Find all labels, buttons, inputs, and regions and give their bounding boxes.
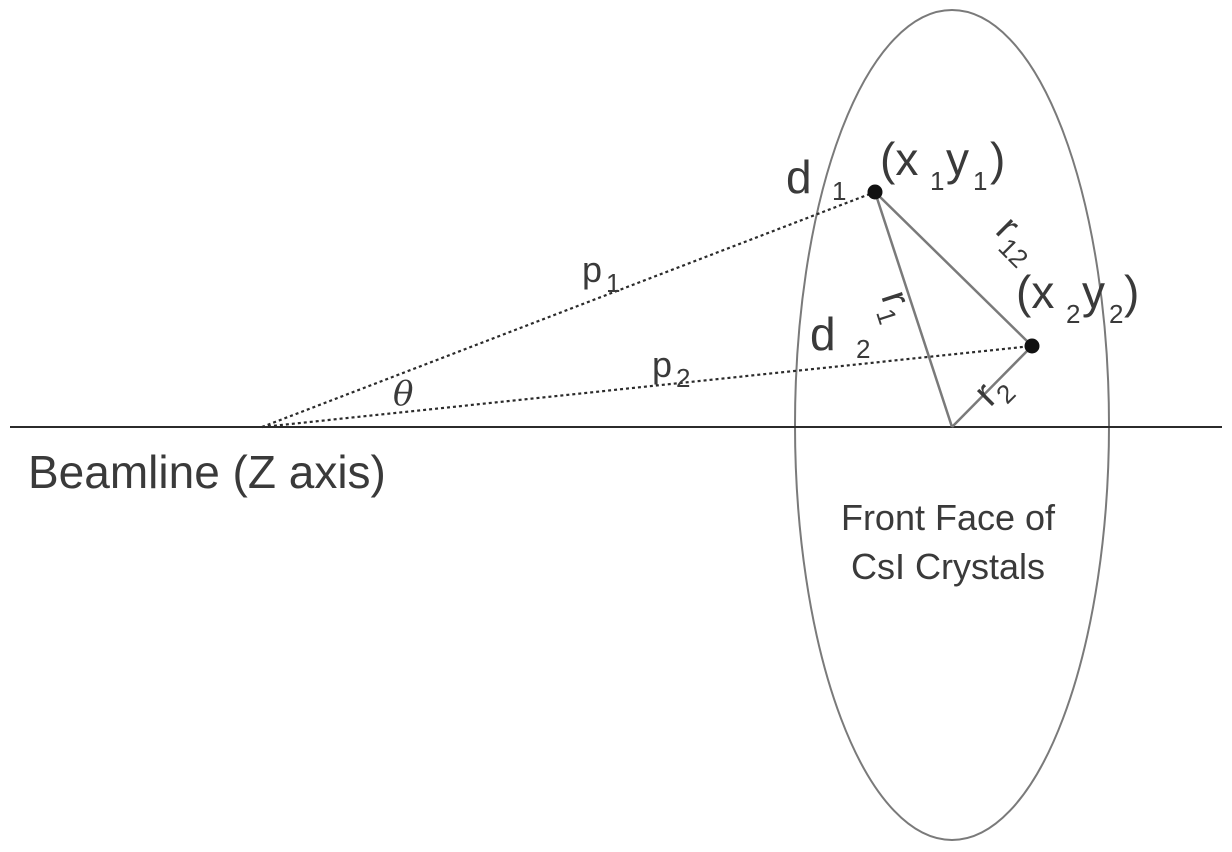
- label-r12: r 12: [988, 207, 1035, 273]
- crystal-face-label-line1: Front Face of: [841, 497, 1056, 538]
- angle-theta-label: θ: [393, 374, 413, 414]
- svg-text:(x: (x: [1016, 266, 1054, 318]
- svg-text:d: d: [786, 151, 812, 203]
- hit-point-2: [1024, 338, 1040, 354]
- svg-text:1: 1: [606, 268, 620, 298]
- beamline-label: Beamline (Z axis): [28, 446, 386, 498]
- svg-text:1: 1: [930, 166, 944, 196]
- svg-text:d: d: [810, 308, 836, 360]
- svg-text:p: p: [582, 249, 602, 290]
- svg-text:(x: (x: [880, 133, 918, 185]
- label-p1: p 1: [582, 249, 620, 298]
- segment-r1: [873, 191, 954, 428]
- label-r1: r 1: [870, 285, 918, 328]
- svg-text:2: 2: [676, 363, 690, 393]
- svg-text:2: 2: [856, 334, 870, 364]
- svg-text:1: 1: [973, 166, 987, 196]
- ray-p2: [261, 344, 1033, 429]
- label-d2: d 2: [810, 308, 870, 364]
- label-d1: d 1: [786, 151, 846, 206]
- svg-text:1: 1: [870, 305, 903, 328]
- svg-text:): ): [1124, 266, 1139, 318]
- label-point-1-coords: (x 1 y 1 ): [880, 133, 1005, 196]
- segment-r12: [874, 191, 1033, 347]
- svg-text:y: y: [1082, 266, 1105, 318]
- label-p2: p 2: [652, 344, 690, 393]
- ray-p1: [261, 190, 876, 429]
- svg-text:2: 2: [1109, 299, 1123, 329]
- crystal-front-face-ellipse: [794, 9, 1110, 841]
- svg-text:p: p: [652, 344, 672, 385]
- svg-text:1: 1: [832, 176, 846, 206]
- hit-point-1: [867, 184, 883, 200]
- svg-text:): ): [990, 133, 1005, 185]
- label-point-2-coords: (x 2 y 2 ): [1016, 266, 1139, 329]
- segment-r2: [951, 345, 1033, 428]
- crystal-face-label-line2: CsI Crystals: [851, 546, 1045, 587]
- svg-text:y: y: [946, 133, 969, 185]
- label-r2: r 2: [965, 374, 1021, 415]
- svg-text:2: 2: [1066, 299, 1080, 329]
